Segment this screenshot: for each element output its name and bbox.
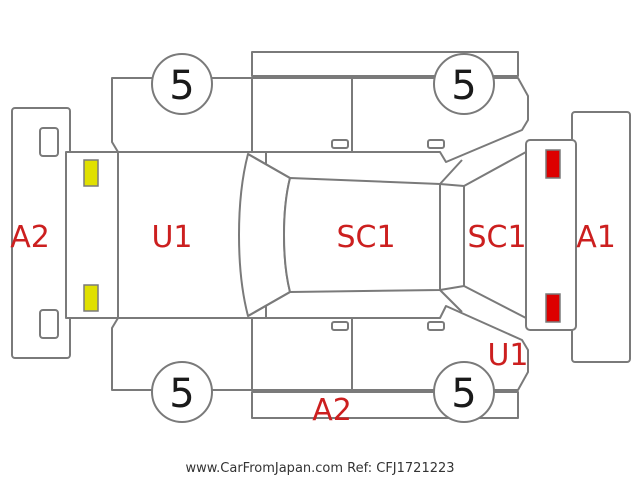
car-top-view	[65, 139, 577, 331]
tire-rear-right-value: 5	[169, 371, 194, 417]
tire-front-right: 5	[433, 361, 495, 423]
rear-left-light-marker	[83, 159, 99, 187]
tire-rear-left-value: 5	[169, 63, 194, 109]
tire-rear-right: 5	[151, 361, 213, 423]
rear-right-light-marker	[83, 284, 99, 312]
code-roof: SC1	[336, 220, 395, 255]
front-right-light-marker	[545, 293, 561, 323]
tire-front-right-value: 5	[451, 371, 476, 417]
footer-watermark: www.CarFromJapan.com Ref: CFJ1721223	[185, 461, 454, 476]
front-left-light-marker	[545, 149, 561, 179]
code-right-side-rocker: A2	[312, 393, 352, 428]
code-hood: SC1	[467, 220, 526, 255]
code-rear-panel: U1	[151, 220, 192, 255]
front-light-markers	[545, 149, 561, 323]
code-front-right-fender: U1	[487, 338, 528, 373]
tire-front-left-value: 5	[451, 63, 476, 109]
code-front-bumper: A1	[576, 220, 616, 255]
tire-front-left: 5	[433, 53, 495, 115]
rear-light-markers	[83, 159, 99, 312]
tire-rear-left: 5	[151, 53, 213, 115]
code-rear-bumper: A2	[10, 220, 50, 255]
